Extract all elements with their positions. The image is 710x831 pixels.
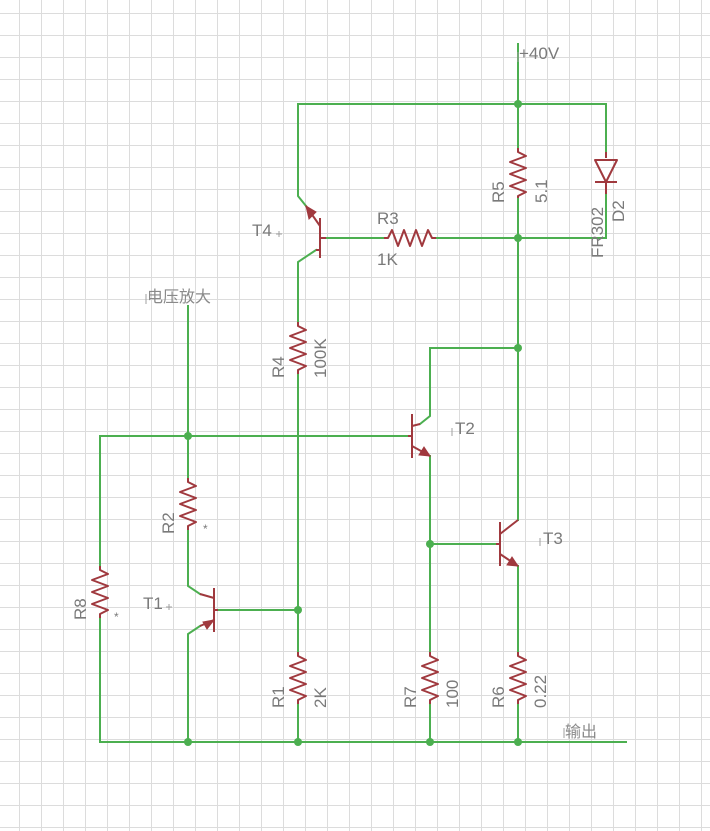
wire-t1-emitter bbox=[187, 624, 202, 743]
r1-label: R1 bbox=[269, 686, 288, 708]
d2-label: D2 bbox=[609, 200, 628, 222]
junction-dot bbox=[426, 540, 434, 548]
resistor-r3 bbox=[384, 229, 436, 247]
net-voltage-amp-label: 电压放大 bbox=[147, 287, 211, 306]
transistor-t3 bbox=[496, 519, 519, 567]
junction-dot bbox=[514, 234, 522, 242]
diode-d2 bbox=[594, 152, 618, 194]
junction-dot bbox=[426, 738, 434, 746]
junction-dot bbox=[294, 738, 302, 746]
t2-label: T2 bbox=[455, 419, 475, 438]
r5-label: R5 bbox=[489, 181, 508, 203]
r5-value: 5.1 bbox=[532, 179, 551, 203]
r3-label: R3 bbox=[377, 209, 399, 228]
junction-dot bbox=[514, 344, 522, 352]
r4-label: R4 bbox=[269, 356, 288, 378]
labels: +40V T4 T2 T3 T1 R3 1K R5 5.1 R4 100K R2… bbox=[71, 44, 628, 741]
junction-dot bbox=[184, 432, 192, 440]
wire-d2-bottom bbox=[517, 193, 607, 239]
wire-t4-collector bbox=[297, 248, 318, 323]
resistor-r6 bbox=[509, 652, 527, 704]
junction-dot bbox=[184, 738, 192, 746]
r1-value: 2K bbox=[311, 687, 330, 708]
t3-label: T3 bbox=[543, 529, 563, 548]
r8-value: * bbox=[114, 610, 119, 624]
wire-t2-collector bbox=[418, 347, 519, 426]
wire-top-rail bbox=[297, 103, 607, 153]
resistor-r5 bbox=[509, 148, 527, 198]
transistor-t1 bbox=[199, 588, 218, 632]
t1-label: T1 bbox=[143, 594, 163, 613]
wire-r2-t1 bbox=[187, 529, 202, 596]
junction-dot bbox=[514, 738, 522, 746]
r6-label: R6 bbox=[489, 686, 508, 708]
r4-value: 100K bbox=[311, 338, 330, 378]
t4-label: T4 bbox=[252, 221, 272, 240]
resistor-r4 bbox=[289, 322, 307, 374]
r7-value: 100 bbox=[443, 680, 462, 708]
d2-part: FR302 bbox=[588, 207, 607, 258]
transistor-t4 bbox=[305, 204, 326, 258]
resistor-r2 bbox=[179, 478, 197, 530]
r2-label: R2 bbox=[159, 512, 178, 534]
wire-t4-emitter bbox=[297, 103, 308, 208]
r8-label: R8 bbox=[71, 598, 90, 620]
r2-value: * bbox=[203, 522, 208, 536]
resistor-r7 bbox=[421, 652, 439, 704]
r6-value: 0.22 bbox=[531, 675, 550, 708]
resistor-r8 bbox=[91, 566, 109, 618]
transistor-t2 bbox=[408, 414, 431, 458]
supply-label: +40V bbox=[519, 44, 560, 63]
net-output-label: 输出 bbox=[565, 722, 597, 741]
junctions bbox=[184, 100, 522, 746]
r3-value: 1K bbox=[377, 250, 398, 269]
resistor-r1 bbox=[289, 652, 307, 704]
junction-dot bbox=[514, 100, 522, 108]
wires bbox=[99, 43, 627, 743]
junction-dot bbox=[294, 606, 302, 614]
r7-label: R7 bbox=[401, 686, 420, 708]
